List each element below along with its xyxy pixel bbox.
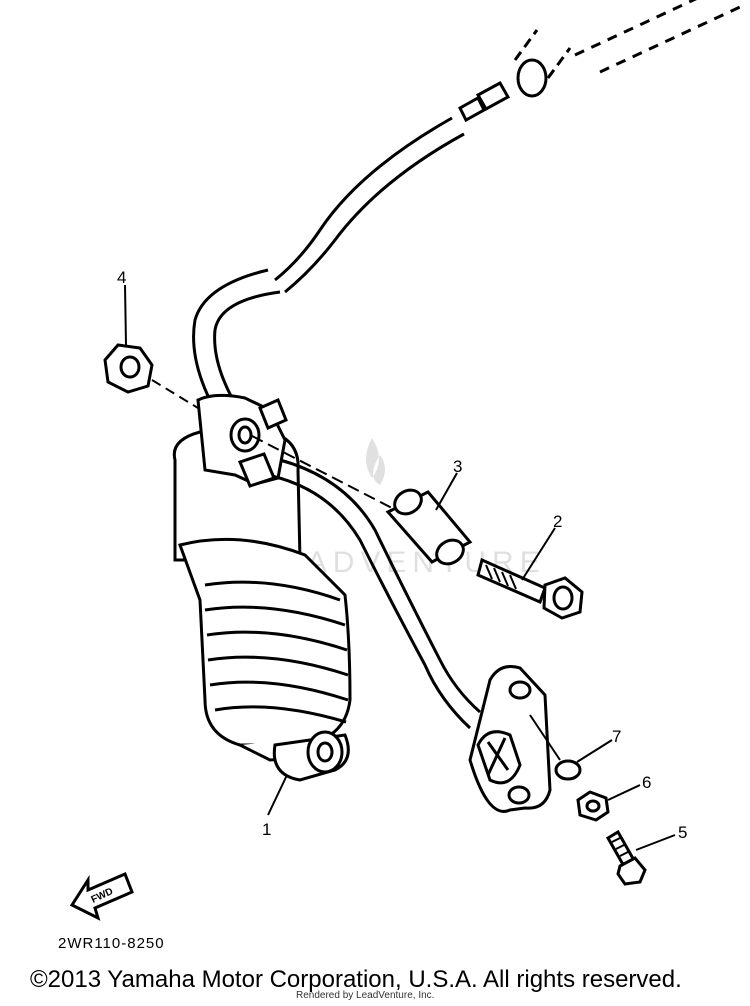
part-7-dash bbox=[529, 714, 561, 761]
rear-shock-absorber bbox=[172, 393, 352, 782]
forward-arrow-icon: FWD bbox=[69, 872, 134, 921]
part-3-leader bbox=[435, 472, 458, 511]
part-7-washer bbox=[554, 759, 582, 781]
part-5-screw bbox=[605, 829, 647, 886]
reservoir-hose bbox=[192, 0, 741, 411]
callout-4: 4 bbox=[117, 268, 126, 287]
copyright-notice: ©2013 Yamaha Motor Corporation, U.S.A. A… bbox=[30, 966, 682, 993]
part-6-lock-nut bbox=[576, 790, 610, 822]
part-1-leader bbox=[267, 774, 288, 816]
part-6-leader bbox=[607, 784, 641, 801]
part-5-leader bbox=[635, 834, 676, 851]
rendered-by-notice: Rendered by LeadVenture, Inc. bbox=[296, 990, 435, 1001]
callout-2: 2 bbox=[553, 512, 562, 531]
part-2-bolt bbox=[476, 557, 584, 620]
adjuster-hose bbox=[271, 458, 481, 730]
callout-3: 3 bbox=[453, 457, 462, 476]
part-4-nut bbox=[103, 343, 154, 394]
adjuster-bracket bbox=[468, 665, 552, 813]
part-2-leader bbox=[521, 527, 556, 581]
part-7-leader bbox=[576, 739, 613, 763]
mount-axis-dash bbox=[251, 435, 393, 509]
callout-7: 7 bbox=[612, 727, 621, 746]
callout-1: 1 bbox=[262, 820, 271, 839]
diagram-code: 2WR110-8250 bbox=[58, 935, 165, 952]
callout-5: 5 bbox=[678, 823, 687, 842]
part-4-leader bbox=[124, 284, 127, 346]
part-3-collar bbox=[385, 488, 473, 566]
callout-6: 6 bbox=[642, 773, 651, 792]
part-4-dash bbox=[151, 379, 199, 409]
